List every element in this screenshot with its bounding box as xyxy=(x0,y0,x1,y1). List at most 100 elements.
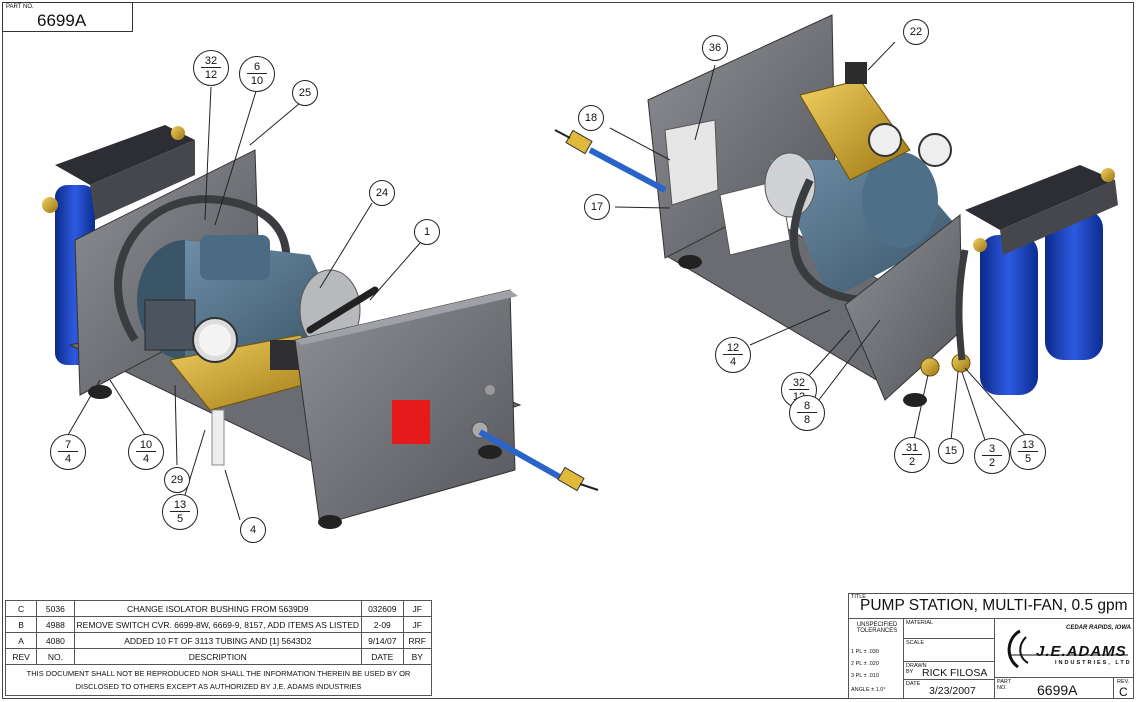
tolerance-1pl: 1 PL ± .030 xyxy=(851,649,879,655)
revision-by: JF xyxy=(402,600,433,617)
part-label: PART NO. xyxy=(997,679,1012,691)
balloon-quantity: 8 xyxy=(803,414,811,426)
unspecified-tolerances: UNSPECIFIED TOLERANCES xyxy=(856,622,898,634)
balloon-b1: 1 xyxy=(414,219,440,245)
balloon-b4: 4 xyxy=(240,517,266,543)
part-number-box: PART NO. 6699A xyxy=(2,2,133,32)
revision-by: JF xyxy=(402,616,433,633)
balloon-quantity: 10 xyxy=(250,75,264,87)
revision-header-by: BY xyxy=(402,648,433,665)
drawing-title: PUMP STATION, MULTI-FAN, 0.5 gpm xyxy=(860,597,1128,614)
balloon-item-number: 18 xyxy=(584,112,598,124)
balloon-item-number: 32 xyxy=(201,55,221,68)
tolerance-angle: ANGLE ± 1.0° xyxy=(851,687,886,693)
balloon-item-number: 3 xyxy=(982,443,1002,456)
right-filter-1 xyxy=(980,235,1038,395)
balloon-item-number: 29 xyxy=(170,474,184,486)
balloon-quantity: 4 xyxy=(64,453,72,465)
balloon-item-number: 36 xyxy=(708,42,722,54)
balloon-b29: 29 xyxy=(164,467,190,493)
balloon-item-number: 25 xyxy=(298,87,312,99)
drawn-by: RICK FILOSA xyxy=(922,667,988,679)
part-number-value: 6699A xyxy=(37,11,87,30)
right-filter-2 xyxy=(1045,210,1103,360)
date-label: DATE xyxy=(906,681,921,687)
balloon-item-number: 31 xyxy=(902,442,922,455)
balloon-quantity: 12 xyxy=(204,69,218,81)
material-label: MATERIAL xyxy=(906,620,934,626)
revision-description: CHANGE ISOLATOR BUSHING FROM 5639D9 xyxy=(73,600,363,617)
revision-by: RRF xyxy=(402,632,433,649)
company-name: J.E.ADAMS xyxy=(1036,643,1127,660)
revision-header-date: DATE xyxy=(361,648,404,665)
revision-date: 032609 xyxy=(361,600,404,617)
balloon-item-number: 1 xyxy=(423,226,431,238)
revision-header-description: DESCRIPTION xyxy=(73,648,363,665)
rev-label: REV. xyxy=(1117,679,1130,685)
revision-no: 4988 xyxy=(36,616,75,633)
balloon-b25: 25 xyxy=(292,80,318,106)
balloon-b17: 17 xyxy=(584,194,610,220)
balloon-b18: 18 xyxy=(578,105,604,131)
revision-no: 5036 xyxy=(36,600,75,617)
balloon-item-number: 17 xyxy=(590,201,604,213)
revision-description: REMOVE SWITCH CVR. 6699-8W, 6669-9, 8157… xyxy=(73,616,363,633)
proprietary-notice: THIS DOCUMENT SHALL NOT BE REPRODUCED NO… xyxy=(5,664,432,696)
balloon-item-number: 13 xyxy=(1018,439,1038,452)
balloon-item-number: 8 xyxy=(797,400,817,413)
balloon-b22: 22 xyxy=(903,19,929,45)
title-part-number: 6699A xyxy=(1037,682,1078,698)
drawn-label: DRAWN BY xyxy=(906,663,927,675)
balloon-item-number: 32 xyxy=(789,377,809,390)
balloon-item-number: 7 xyxy=(58,439,78,452)
left-assembly xyxy=(42,125,599,529)
balloon-item-number: 4 xyxy=(249,524,257,536)
title-label: TITLE xyxy=(851,594,866,600)
balloon-item-number: 24 xyxy=(375,187,389,199)
balloon-item-number: 10 xyxy=(136,439,156,452)
left-red-label xyxy=(392,400,430,444)
right-assembly xyxy=(554,14,1118,407)
revision-header-no: NO. xyxy=(36,648,75,665)
scale-label: SCALE xyxy=(906,640,925,646)
revision-date: 2-09 xyxy=(361,616,404,633)
drawn-date: 3/23/2007 xyxy=(929,685,976,697)
balloon-quantity: 2 xyxy=(908,456,916,468)
balloon-quantity: 5 xyxy=(176,513,184,525)
balloon-quantity: 2 xyxy=(988,457,996,469)
revision-rev: B xyxy=(4,616,38,633)
company-logo xyxy=(1000,627,1130,673)
revision-rev: A xyxy=(4,632,38,649)
balloon-b15: 15 xyxy=(938,438,964,464)
title-rev: C xyxy=(1119,685,1128,699)
revision-description: ADDED 10 FT OF 3113 TUBING AND [1] 5643D… xyxy=(73,632,363,649)
balloon-b36: 36 xyxy=(702,35,728,61)
company-location: CEDAR RAPIDS, IOWA xyxy=(1066,625,1132,631)
revision-header-rev: REV xyxy=(4,648,38,665)
revision-no: 4080 xyxy=(36,632,75,649)
part-number-label: PART NO. xyxy=(6,4,34,10)
company-subtitle: INDUSTRIES, LTD xyxy=(1055,660,1132,666)
balloon-item-number: 12 xyxy=(723,342,743,355)
tolerance-2pl: 2 PL ± .020 xyxy=(851,661,879,667)
revision-rev: C xyxy=(4,600,38,617)
balloon-item-number: 13 xyxy=(170,499,190,512)
revision-date: 9/14/07 xyxy=(361,632,404,649)
